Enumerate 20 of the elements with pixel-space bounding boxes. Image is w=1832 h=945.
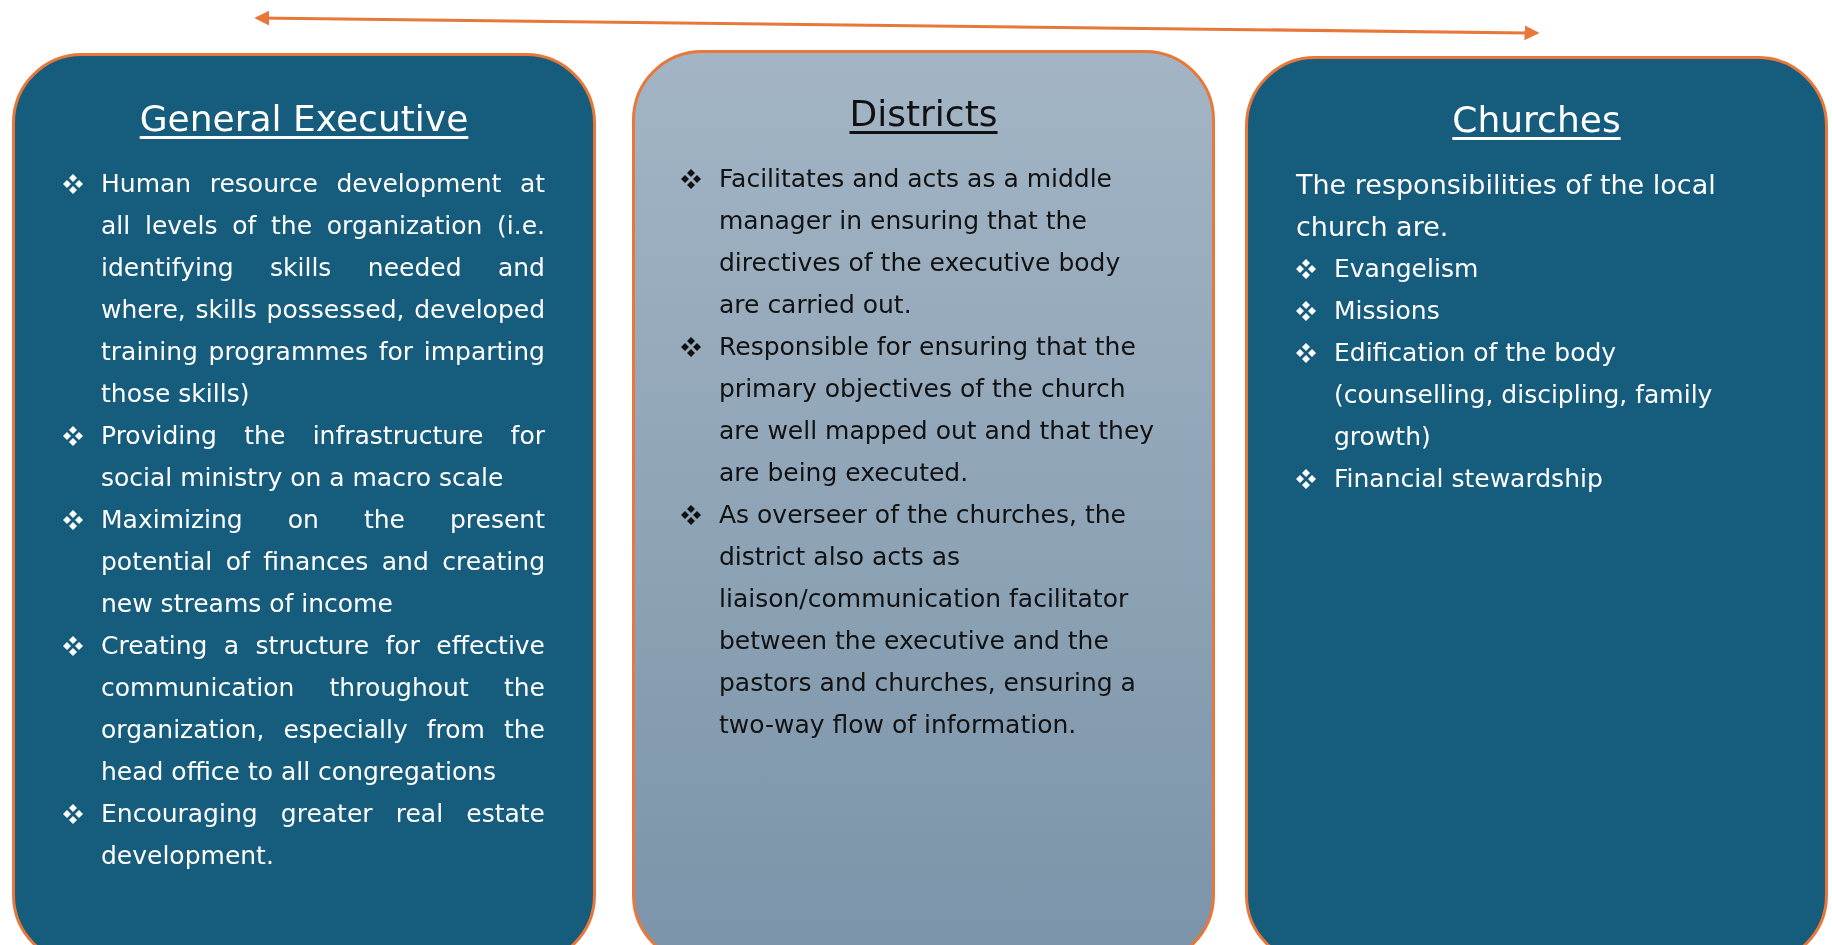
panel-heading: Churches	[1452, 99, 1621, 140]
bullet-text: Responsible for ensuring that the primary objectives of the church are well mapped out and that they are being executed.	[719, 331, 1156, 489]
bullet-text: Evangelism	[1334, 253, 1480, 285]
bullet-text: Edification of the body (counselling, discipling, family growth)	[1334, 337, 1714, 453]
double-arrow	[254, 10, 1540, 41]
panel-heading: Districts	[849, 93, 998, 134]
info-panel	[12, 53, 596, 945]
bullet-text: Financial stewardship	[1334, 463, 1604, 495]
bullet-text: Human resource development at all levels of the organization (i.e. identifying skills needed and where, skills possessed, developed training programmes for imparting those skills)	[101, 168, 545, 410]
bullet-text: Missions	[1334, 295, 1441, 327]
bullet-text: Maximizing on the present potential of finances and creating new streams of income	[101, 504, 545, 620]
info-panel	[1245, 56, 1828, 945]
bullet-text: Facilitates and acts as a middle manager in ensuring that the directives of the executive body are carried out.	[719, 163, 1122, 321]
info-panel	[632, 50, 1215, 945]
bullet-text: Providing the infrastructure for social ministry on a macro scale	[101, 420, 545, 494]
bullet-text: Encouraging greater real estate development.	[101, 798, 545, 872]
panel-heading: General Executive	[139, 98, 469, 139]
intro-text: The responsibilities of the local church are.	[1296, 168, 1717, 244]
bullet-text: As overseer of the churches, the district also acts as liaison/communication facilitator between the executive and the pastors and churches, ensuring a two-way flow of information.	[719, 499, 1137, 741]
bullet-text: Creating a structure for effective communication throughout the organization, especially from the head office to all congregations	[101, 630, 545, 788]
